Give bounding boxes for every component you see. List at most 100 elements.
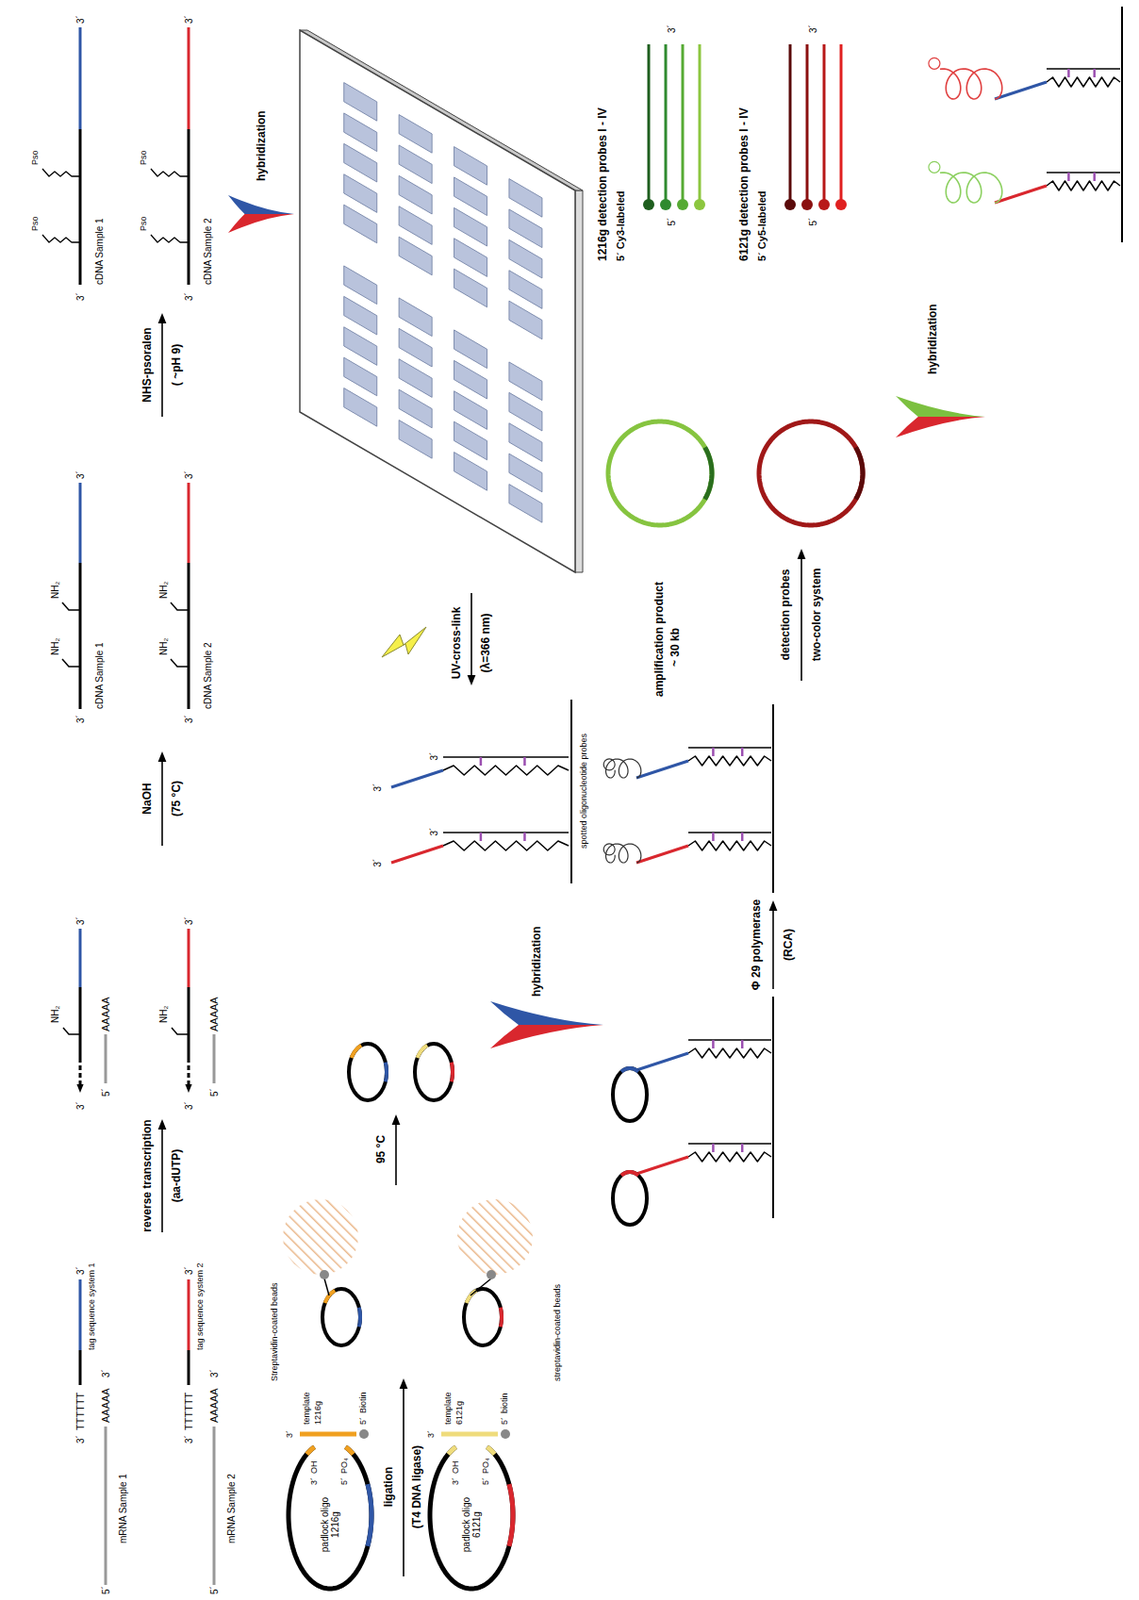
label-text: 5´: [666, 217, 677, 227]
label-text: NaOH: [141, 782, 154, 814]
arrow-head: [184, 1084, 192, 1093]
label-text: Pso: [139, 149, 149, 166]
cross-link: [711, 747, 715, 757]
cross-link: [479, 757, 483, 766]
array-spot: [454, 360, 488, 399]
label-text: 5´: [209, 1088, 220, 1097]
label-text: 3´: [429, 827, 440, 837]
padlock-circle: [612, 1068, 647, 1122]
circle-segment: [417, 1045, 428, 1058]
label-text: 3´: [183, 292, 195, 301]
hybridization-arrow: [895, 396, 986, 438]
rolling-circle: [928, 161, 941, 173]
padlock-arm: [306, 1447, 314, 1455]
arrow-wing: [228, 195, 295, 215]
detection-probe: [823, 44, 826, 205]
label-text: hybridization: [530, 925, 544, 997]
cross-link: [1092, 68, 1096, 78]
arrow-wing: [490, 1024, 604, 1049]
substrate: [1121, 6, 1123, 243]
label-text: (75 °C): [170, 780, 183, 817]
label-text: detection probes: [779, 569, 793, 661]
array-spot: [398, 236, 432, 276]
label-text: PO₄: [481, 1457, 492, 1474]
probe-strand: [688, 1152, 772, 1162]
cross-link: [741, 1143, 744, 1153]
array-spot: [398, 115, 432, 154]
array-spot: [344, 296, 378, 335]
array-spot: [398, 359, 432, 398]
streptavidin-bead: [282, 1199, 359, 1275]
reaction-arrow: [161, 759, 164, 846]
cross-link: [741, 832, 744, 842]
aminoallyl-linker: [62, 659, 81, 667]
probe-strand: [688, 841, 772, 851]
label-text: 3´: [75, 292, 86, 301]
spotted-probe: [688, 746, 772, 749]
tag-sequence: [636, 1156, 689, 1174]
rca-product: [940, 172, 1003, 203]
array-spot: [454, 238, 488, 278]
label-text: ligation: [382, 1467, 396, 1508]
arrow-head: [158, 313, 167, 324]
label-text: 1216g: [313, 1401, 324, 1425]
label-text: two-color system: [810, 568, 824, 662]
detection-probe: [664, 44, 668, 205]
label-text: UV-cross-link: [450, 607, 463, 680]
label-text: NHS-psoralen: [141, 327, 154, 402]
label-text: 5´: [359, 1417, 369, 1425]
padlock-oligo: padlock oligo 1216g: [319, 1491, 342, 1558]
circle-segment: [325, 1290, 335, 1304]
arrow-wing: [895, 416, 986, 438]
reaction-arrow: [161, 1126, 164, 1233]
cross-link: [523, 832, 527, 842]
label-text: Streptavidin-coated beads: [270, 1282, 281, 1382]
label-text: OH: [451, 1461, 462, 1475]
tag-sequence: [391, 770, 444, 788]
label-text: AAAAA: [208, 996, 220, 1032]
label-text: 3´: [75, 714, 86, 724]
circle-segment: [500, 1307, 502, 1328]
array-spot: [398, 206, 432, 246]
hybridization-arrow: [490, 1001, 604, 1049]
label-text: 95 °C: [375, 1135, 388, 1164]
arrow-head: [158, 1119, 167, 1130]
cross-link: [1092, 172, 1096, 182]
label-text: (RCA): [782, 928, 795, 961]
detection-circle-segment: [705, 447, 712, 500]
probe-strand: [688, 1048, 772, 1058]
label-text: amplification product: [653, 581, 666, 697]
tag-sequence: [187, 27, 191, 130]
tag-sequence: [79, 482, 83, 563]
array-spot: [344, 113, 378, 152]
array-spot: [454, 421, 488, 461]
label-text: 3´: [372, 858, 383, 868]
label-text: 3´: [75, 1266, 86, 1275]
psoralen-linker: [42, 168, 81, 177]
spotted-probe: [443, 831, 569, 834]
biotin-dot: [319, 1270, 330, 1280]
arrow-head: [392, 1114, 401, 1125]
label-text: ~ 30 kb: [669, 627, 682, 667]
label-text: 5´: [500, 1417, 511, 1425]
padlock-arm: [486, 1447, 495, 1455]
tag-sequence: [79, 1279, 83, 1351]
detection-circle: [608, 421, 712, 526]
label-text: 3´: [75, 1435, 86, 1444]
psoralen-linker: [42, 234, 81, 243]
cross-link: [711, 1039, 715, 1049]
node-text: padlock oligo 1216g: [319, 1491, 342, 1558]
circle-segment: [621, 1068, 639, 1073]
array-spot: [509, 392, 543, 431]
spotted-probe: [1046, 67, 1121, 70]
label-text: Pso: [31, 149, 41, 166]
biotin-dot: [486, 1270, 496, 1280]
cross-link: [479, 832, 483, 842]
tag-sequence: [187, 928, 191, 988]
label-text: TTTTTT: [74, 1392, 86, 1431]
array-spot: [454, 452, 488, 492]
arrow-head: [158, 751, 167, 762]
aminoallyl-linker: [63, 1027, 81, 1035]
padlock-tag-segment: [367, 1484, 372, 1547]
arrow-head: [399, 1378, 409, 1389]
